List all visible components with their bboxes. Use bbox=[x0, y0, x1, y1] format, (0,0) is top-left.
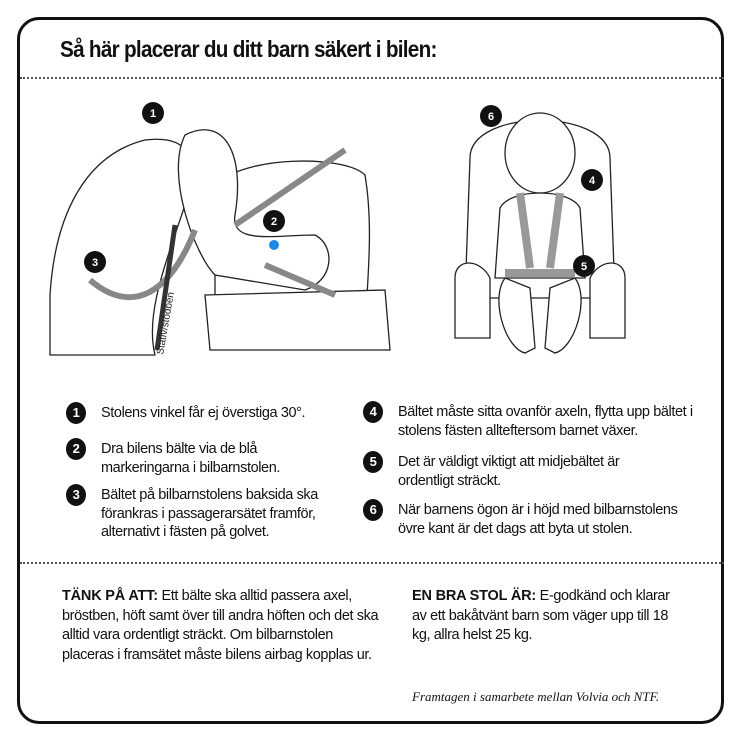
step-number: 5 bbox=[363, 451, 383, 473]
good-seat-heading: EN BRA STOL ÄR: bbox=[412, 588, 537, 604]
step-text: Det är väldigt viktigt att midjebältet ä… bbox=[398, 454, 620, 489]
forward-facing-seat-illustration: 6 4 5 bbox=[454, 105, 626, 354]
tips-heading: TÄNK PÅ ATT: bbox=[62, 588, 158, 604]
step-1: 1 Stolens vinkel får ej överstiga 30°. bbox=[66, 402, 346, 424]
step-number: 4 bbox=[363, 401, 383, 423]
step-6: 6 När barnens ögon är i höjd med bilbarns… bbox=[363, 499, 693, 538]
marker-6: 6 bbox=[488, 111, 494, 123]
step-3: 3 Bältet på bilbarnstolens baksida ska fö… bbox=[66, 484, 346, 542]
rear-tether bbox=[88, 228, 198, 301]
rear-facing-seat-illustration: Stativ/stödben 1 2 3 bbox=[49, 102, 391, 356]
step-number: 2 bbox=[66, 438, 86, 460]
step-number: 6 bbox=[363, 499, 383, 521]
step-text: Dra bilens bälte via de blå markeringarn… bbox=[101, 441, 281, 476]
step-text: Stolens vinkel får ej överstiga 30°. bbox=[101, 405, 306, 421]
divider-bottom bbox=[20, 562, 724, 564]
good-seat-paragraph: EN BRA STOL ÄR: E-godkänd och klarar av … bbox=[412, 587, 687, 646]
step-5: 5 Det är väldigt viktigt att midjebältet … bbox=[363, 451, 663, 490]
marker-2: 2 bbox=[271, 216, 277, 228]
page-title: Så här placerar du ditt barn säkert i bi… bbox=[60, 36, 437, 62]
blue-marker-icon bbox=[269, 240, 279, 250]
car-seat-cushion bbox=[204, 289, 391, 351]
tips-text: Ett bälte ska alltid passera axel, bröst… bbox=[62, 588, 379, 663]
child-body bbox=[494, 192, 586, 279]
step-text: När barnens ögon är i höjd med bilbarnst… bbox=[398, 502, 678, 537]
outer-frame bbox=[17, 17, 724, 724]
belt-lap bbox=[263, 262, 337, 298]
step-text: Bältet måste sitta ovanför axeln, flytta… bbox=[398, 404, 693, 439]
tips-paragraph: TÄNK PÅ ATT: Ett bälte ska alltid passer… bbox=[62, 587, 387, 665]
child-head bbox=[504, 112, 576, 194]
step-number: 3 bbox=[66, 484, 86, 506]
support-leg bbox=[154, 224, 178, 351]
belt-diagonal bbox=[233, 147, 347, 228]
step-4: 4 Bältet måste sitta ovanför axeln, flytt… bbox=[363, 401, 703, 440]
marker-1: 1 bbox=[150, 108, 156, 120]
marker-3: 3 bbox=[92, 257, 98, 269]
marker-4: 4 bbox=[589, 175, 596, 187]
step-text: Bältet på bilbarnstolens baksida ska för… bbox=[101, 487, 318, 540]
credit-line: Framtagen i samarbete mellan Volvia och … bbox=[412, 689, 660, 704]
step-2: 2 Dra bilens bälte via de blå markeringar… bbox=[66, 438, 296, 477]
divider-top bbox=[20, 77, 724, 79]
good-seat-text: E-godkänd och klarar av ett bakåtvänt ba… bbox=[412, 588, 670, 643]
marker-5: 5 bbox=[581, 261, 587, 273]
step-number: 1 bbox=[66, 402, 86, 424]
